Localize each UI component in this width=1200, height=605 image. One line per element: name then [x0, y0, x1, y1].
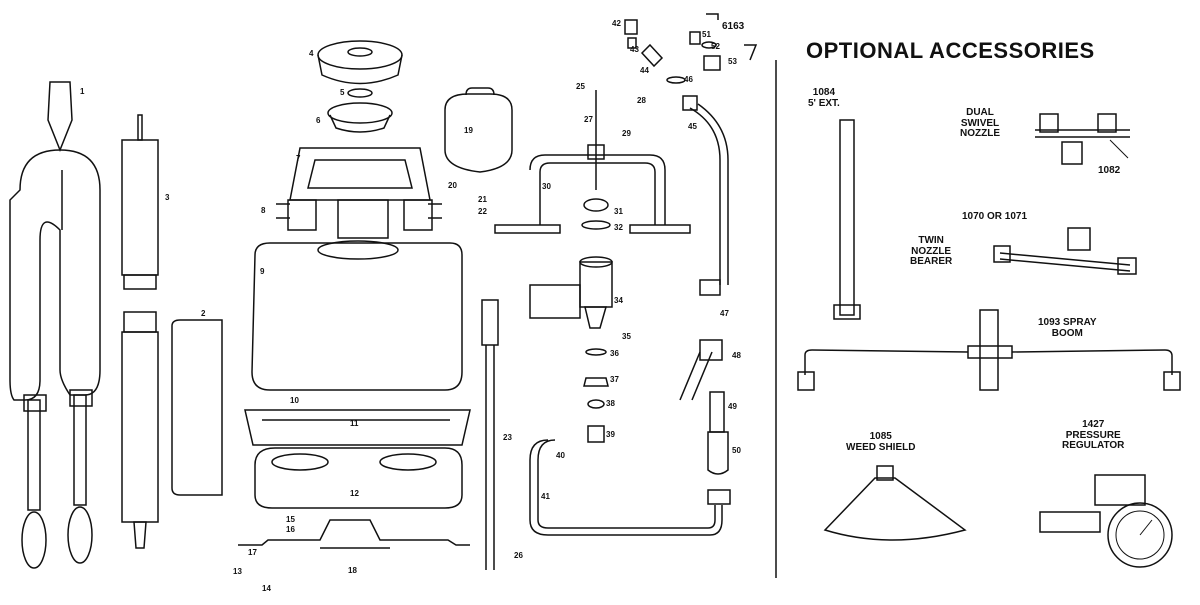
fitting-39 [587, 425, 605, 443]
pump-valve [583, 198, 609, 212]
part-number: 32 [614, 223, 623, 232]
part-number: 29 [622, 129, 631, 138]
part-number: 4 [309, 49, 314, 58]
part-number: 9 [260, 267, 265, 276]
part-number: 41 [541, 492, 550, 501]
accessories-title: OPTIONAL ACCESSORIES [806, 38, 1095, 63]
filter [707, 431, 729, 475]
tank [251, 240, 463, 391]
part-number: 26 [514, 551, 523, 560]
part-number: 42 [612, 19, 621, 28]
part-number: 27 [584, 115, 593, 124]
part-number: 10 [290, 396, 299, 405]
part-number: 49 [728, 402, 737, 411]
part-number: 53 [728, 57, 737, 66]
spray-wand [682, 95, 729, 296]
accessory-label-twin-number: 1070 OR 1071 [962, 211, 1028, 222]
washer-38 [587, 399, 605, 409]
part-number: 21 [478, 195, 487, 204]
part-number: 6 [316, 116, 321, 125]
part-number: 28 [637, 96, 646, 105]
part-number: 34 [614, 296, 623, 305]
handle-frame [287, 147, 433, 239]
extension-rod [833, 119, 861, 320]
pump-stand [494, 90, 691, 234]
pump-gasket [581, 220, 611, 230]
screws [276, 203, 442, 219]
part-number: 13 [233, 567, 242, 576]
part-number: 12 [350, 489, 359, 498]
accessory-label-dual-swivel: DUAL SWIVEL NOZZLE [960, 107, 1000, 139]
accessory-label-1082: 1082 [1098, 165, 1121, 176]
part-number: 46 [684, 75, 693, 84]
part-number-kit: 6163 [722, 21, 745, 32]
part-number: 52 [711, 42, 720, 51]
part-number: 19 [464, 126, 473, 135]
part-number: 18 [348, 566, 357, 575]
part-number: 36 [610, 349, 619, 358]
part-number: 31 [614, 207, 623, 216]
part-number: 47 [720, 309, 729, 318]
part-number: 2 [201, 309, 206, 318]
accessory-label-weed-shield: 1085 WEED SHIELD [846, 431, 916, 453]
pressure-regulator [1039, 474, 1173, 568]
weed-shield [823, 465, 967, 541]
seal-ring [347, 88, 373, 98]
part-number: 39 [606, 430, 615, 439]
part-number: 37 [610, 375, 619, 384]
part-number: 45 [688, 122, 697, 131]
part-number: 40 [556, 451, 565, 460]
part-number: 22 [478, 207, 487, 216]
nut-37 [583, 377, 609, 387]
tank-cap [317, 40, 403, 85]
accessory-label-extension: 1084 5' EXT. [808, 87, 840, 109]
part-number: 14 [262, 584, 271, 593]
nozzle-parts [624, 13, 758, 84]
part-number: 5 [340, 88, 345, 97]
part-number: 38 [606, 399, 615, 408]
part-number: 16 [286, 525, 295, 534]
accessory-label-spray-boom: 1093 SPRAY BOOM [1038, 317, 1097, 339]
dual-swivel-nozzle [1035, 113, 1130, 165]
part-number: 8 [261, 206, 266, 215]
part-number: 17 [248, 548, 257, 557]
part-number: 48 [732, 351, 741, 360]
part-number: 30 [542, 182, 551, 191]
part-number: 15 [286, 515, 295, 524]
part-number: 7 [296, 154, 301, 163]
base-frame [244, 409, 471, 446]
ring-36 [585, 348, 607, 356]
carry-strap [121, 114, 159, 549]
part-number: 3 [165, 193, 170, 202]
part-number: 20 [448, 181, 457, 190]
part-number: 44 [640, 66, 649, 75]
part-number: 51 [702, 30, 711, 39]
part-number: 11 [350, 419, 359, 428]
shoulder-strap [9, 81, 101, 569]
shutoff-valve [679, 339, 723, 401]
accessory-label-twin-bearer: TWIN NOZZLE BEARER [910, 235, 953, 267]
spring [709, 391, 725, 433]
air-chamber [444, 87, 513, 173]
part-number: 50 [732, 446, 741, 455]
base-plate [254, 447, 463, 509]
pump-cylinder [529, 256, 613, 329]
part-number: 1 [80, 87, 85, 96]
part-number: 23 [503, 433, 512, 442]
mounting-bracket [238, 519, 470, 549]
frame-rod [171, 319, 223, 496]
twin-nozzle-bearer [993, 227, 1137, 275]
strainer [327, 102, 393, 133]
part-number: 25 [576, 82, 585, 91]
part-number: 43 [630, 45, 639, 54]
spray-boom [797, 309, 1181, 391]
pump-handle [481, 299, 499, 570]
hose [529, 439, 723, 536]
part-number: 35 [622, 332, 631, 341]
accessory-label-pressure-regulator: 1427 PRESSURE REGULATOR [1062, 419, 1125, 451]
